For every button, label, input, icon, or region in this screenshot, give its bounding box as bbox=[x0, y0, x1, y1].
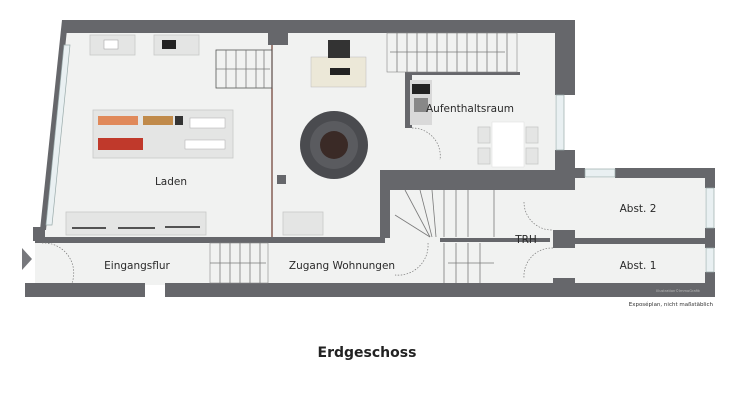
room-label-zugang-wohnungen: Zugang Wohnungen bbox=[289, 260, 395, 272]
doors bbox=[41, 127, 554, 284]
room-label-abst-1: Abst. 1 bbox=[620, 260, 657, 272]
entrance-arrow-icon bbox=[22, 248, 32, 270]
stair-upper-right bbox=[386, 32, 518, 73]
floor-area bbox=[35, 33, 705, 285]
watermark: Illustration©ImmoGrafik bbox=[656, 289, 701, 293]
room-label-trh: TRH bbox=[514, 234, 537, 246]
scale-note: Exposéplan, nicht maßstäblich bbox=[629, 301, 714, 308]
walls bbox=[25, 20, 715, 297]
stair-entrance bbox=[209, 242, 269, 284]
room-label-eingangsflur: Eingangsflur bbox=[104, 260, 170, 272]
windows bbox=[45, 44, 715, 273]
stair-winding bbox=[394, 189, 495, 283]
room-label-abst-2: Abst. 2 bbox=[620, 203, 657, 215]
stair-laden bbox=[215, 49, 273, 89]
room-label-aufenthaltsraum: Aufenthaltsraum bbox=[426, 103, 514, 115]
floor-title: Erdgeschoss bbox=[318, 345, 417, 361]
room-label-laden: Laden bbox=[155, 176, 187, 188]
furniture bbox=[65, 34, 539, 236]
